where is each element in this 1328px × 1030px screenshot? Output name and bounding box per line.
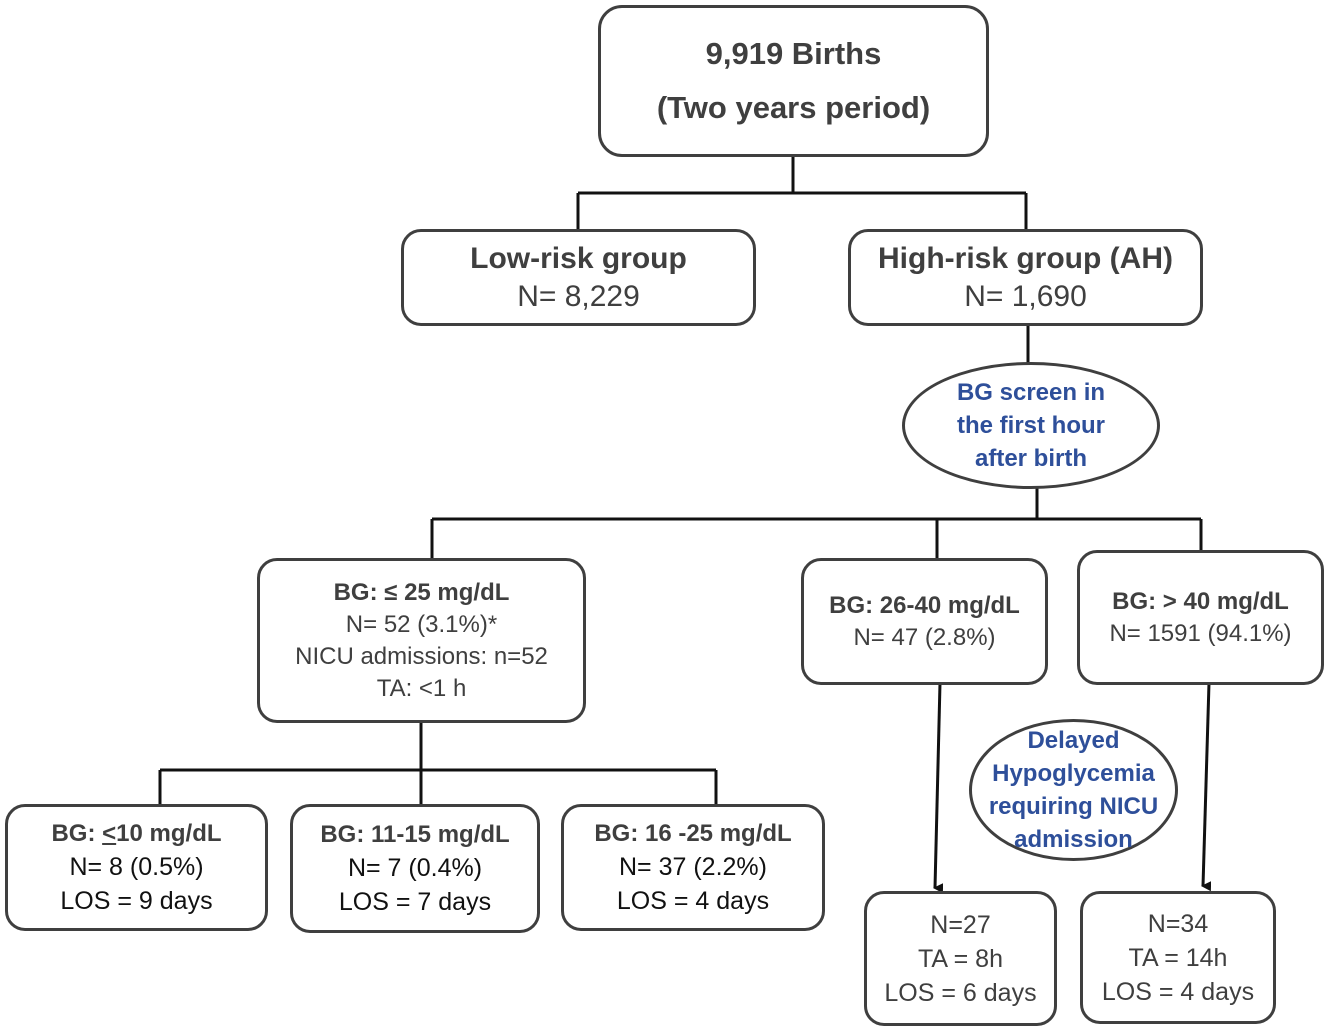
bg-16-25-title: BG: 16 -25 mg/dL xyxy=(594,819,792,847)
root-births-count: 9,919 Births xyxy=(705,36,882,71)
outcome-26-40-ta: TA = 8h xyxy=(917,944,1003,973)
bg-16-25-count: N= 37 (2.2%) xyxy=(619,852,767,881)
bg-le25-nicu: NICU admissions: n=52 xyxy=(295,642,548,670)
high-risk-title: High-risk group (AH) xyxy=(878,241,1173,275)
bg-le10-box: BG: <10 mg/dL N= 8 (0.5%) LOS = 9 days xyxy=(5,804,268,931)
bg-le10-title-symbol: < xyxy=(102,819,117,847)
outcome-gt40-ta: TA = 14h xyxy=(1128,943,1228,972)
low-risk-count: N= 8,229 xyxy=(517,279,640,313)
bg-11-15-count: N= 7 (0.4%) xyxy=(347,853,483,882)
bg-11-15-title: BG: 11-15 mg/dL xyxy=(320,820,510,848)
bg-le10-title-rest: 10 mg/dL xyxy=(116,819,222,847)
delayed-line2: Hypoglycemia xyxy=(992,760,1155,787)
high-risk-group-box: High-risk group (AH) N= 1,690 xyxy=(848,229,1203,326)
delayed-hypoglycemia-oval: Delayed Hypoglycemia requiring NICU admi… xyxy=(969,719,1178,861)
root-births-box: 9,919 Births (Two years period) xyxy=(598,5,989,157)
bg-16-25-los: LOS = 4 days xyxy=(616,886,770,915)
bg-le10-los: LOS = 9 days xyxy=(60,886,213,915)
bg-screen-line1: BG screen in xyxy=(956,379,1106,406)
bg-le25-title: BG: ≤ 25 mg/dL xyxy=(333,578,510,606)
bg-screen-line3: after birth xyxy=(974,445,1087,472)
high-risk-count: N= 1,690 xyxy=(964,279,1087,313)
outcome-26-40-los: LOS = 6 days xyxy=(884,978,1037,1007)
bg-le10-title: BG: <10 mg/dL xyxy=(51,818,221,850)
arrow-gt40-to-outcome xyxy=(1201,682,1212,892)
bg-gt40-title: BG: > 40 mg/dL xyxy=(1112,587,1289,615)
bg-le25-ta: TA: <1 h xyxy=(376,674,467,702)
bg-le10-count: N= 8 (0.5%) xyxy=(69,852,204,881)
bg-screen-line2: the first hour xyxy=(957,412,1105,439)
bg-11-15-los: LOS = 7 days xyxy=(338,887,492,916)
outcome-gt40-box: N=34 TA = 14h LOS = 4 days xyxy=(1080,891,1276,1024)
bg-le25-box: BG: ≤ 25 mg/dL N= 52 (3.1%)* NICU admiss… xyxy=(257,558,586,723)
outcome-26-40-count: N=27 xyxy=(930,910,991,939)
delayed-line1: Delayed xyxy=(1027,727,1120,754)
low-risk-title: Low-risk group xyxy=(470,241,687,275)
bg-screen-oval: BG screen in the first hour after birth xyxy=(902,362,1160,489)
root-period: (Two years period) xyxy=(656,90,931,125)
bg-le10-title-prefix: BG: xyxy=(51,819,103,847)
bg-26-40-box: BG: 26-40 mg/dL N= 47 (2.8%) xyxy=(801,558,1048,685)
delayed-line4: admission xyxy=(1014,826,1133,853)
outcome-gt40-count: N=34 xyxy=(1147,909,1209,938)
bg-gt40-box: BG: > 40 mg/dL N= 1591 (94.1%) xyxy=(1077,550,1324,685)
low-risk-group-box: Low-risk group N= 8,229 xyxy=(401,229,756,326)
arrow-26-40-to-outcome xyxy=(933,682,944,894)
outcome-gt40-los: LOS = 4 days xyxy=(1101,977,1255,1006)
bg-26-40-title: BG: 26-40 mg/dL xyxy=(829,591,1020,619)
bg-11-15-box: BG: 11-15 mg/dL N= 7 (0.4%) LOS = 7 days xyxy=(290,804,540,933)
bg-gt40-count: N= 1591 (94.1%) xyxy=(1109,619,1292,647)
delayed-line3: requiring NICU xyxy=(988,793,1159,820)
bg-le25-count: N= 52 (3.1%)* xyxy=(345,610,498,638)
bg-16-25-box: BG: 16 -25 mg/dL N= 37 (2.2%) LOS = 4 da… xyxy=(561,804,825,931)
bg-26-40-count: N= 47 (2.8%) xyxy=(853,623,996,651)
outcome-26-40-box: N=27 TA = 8h LOS = 6 days xyxy=(864,891,1057,1026)
